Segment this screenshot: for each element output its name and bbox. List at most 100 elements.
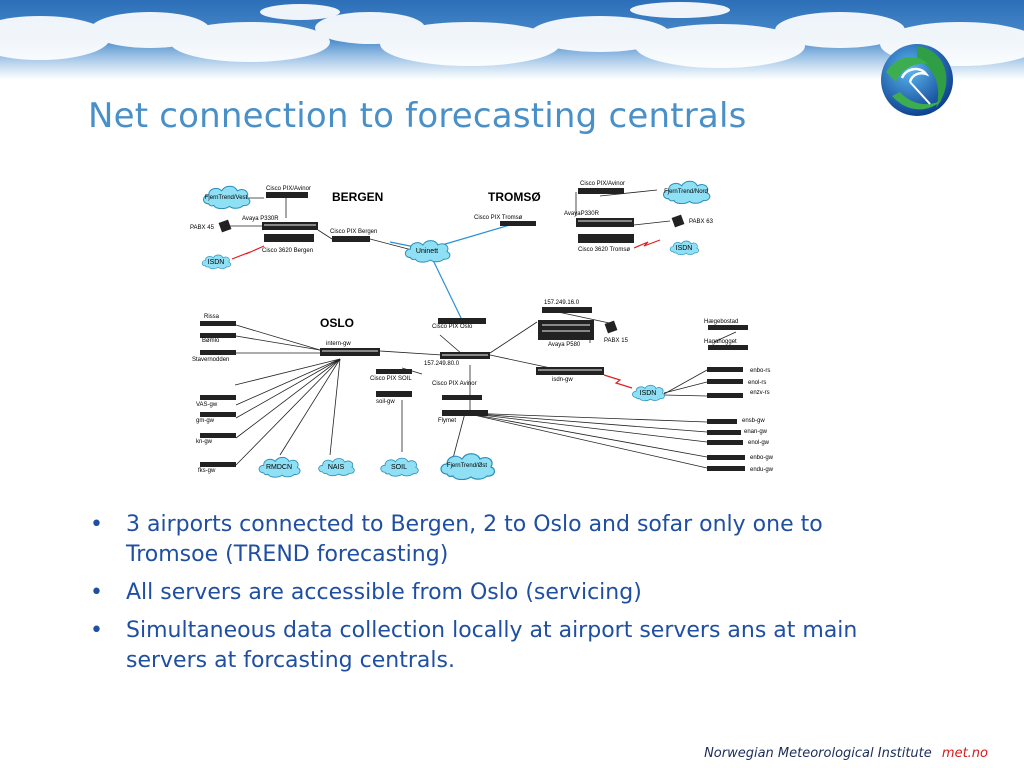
bullet-item: All servers are accessible from Oslo (se… (88, 578, 886, 608)
router-o-stavernodden (200, 350, 236, 355)
router-o-enol-gw (707, 440, 743, 445)
label-t-fjerntrend: FjernTrend/Nord (664, 189, 708, 195)
slide-title: Net connection to forecasting centrals (88, 96, 747, 136)
label-o-rmdcn: RMDCN (266, 464, 292, 471)
label-b-isdn: ISDN (208, 259, 225, 266)
phone-icon-t-pabx (671, 214, 685, 228)
network-diagram: BERGEN Cisco PIX/Avinor FjernTrend/Vest … (190, 180, 774, 480)
label-o-stavernodden: Stavernodden (192, 357, 229, 363)
label-o-enbo-rs: enbo-rs (750, 368, 770, 374)
label-o-net-157-80: 157.249.80.0 (424, 361, 460, 367)
label-o-enbo-gw: enbo-gw (750, 455, 774, 461)
router-o-ensb-gw (707, 419, 737, 424)
router-b-pix-avinor (266, 192, 308, 198)
label-b-pabx: PABX 45 (190, 225, 215, 231)
router-o-pix-oslo (438, 318, 486, 324)
label-o-enol-gw: enol-gw (748, 440, 770, 446)
router-o-kn-gw (200, 433, 236, 438)
router-t-pix-tromso (500, 221, 536, 226)
met-globe-logo (881, 44, 953, 116)
label-o-fjerntrend: FjernTrend/Øst (447, 463, 487, 469)
router-o-endu-gw (707, 466, 745, 471)
site-label-bergen: BERGEN (332, 190, 383, 204)
router-o-enbo-gw (707, 455, 745, 460)
router-o-enbo-rs (707, 367, 743, 372)
switch-t-avaya (576, 218, 634, 227)
label-o-soil-gw: soil-gw (376, 399, 395, 405)
router-t-cisco3620 (578, 234, 634, 243)
label-b-cisco3620: Cisco 3620 Bergen (262, 248, 313, 254)
label-o-pix-soil: Cisco PIX SOIL (370, 376, 412, 382)
router-o-gm-gw (200, 412, 236, 417)
label-o-hagebostad: Hægebostad (704, 319, 738, 325)
connection-lines (230, 189, 737, 469)
router-t-pix-avinor (578, 188, 624, 194)
router-o-pix-avinor (442, 395, 482, 400)
footer: Norwegian Meteorological Institute met.n… (704, 746, 988, 761)
isdn-link-lines (231, 239, 661, 389)
router-o-hagahogget (708, 345, 748, 350)
router-b-cisco3620 (264, 234, 314, 242)
router-o-soil-gw (376, 391, 412, 397)
label-t-avaya: AvayaP330R (564, 211, 600, 217)
router-b-pix-bergen (332, 236, 370, 242)
switch-b-avaya (262, 222, 318, 230)
router-o-pix-soil (376, 369, 412, 374)
label-b-avaya: Avaya P330R (242, 216, 279, 222)
label-o-pix-avinor: Cisco PIX Avinor (432, 381, 477, 387)
label-t-isdn: ISDN (676, 245, 693, 252)
footer-institute: Norwegian Meteorological Institute (704, 746, 932, 761)
label-t-pix-tromso: Cisco PIX Tromsø (474, 215, 523, 221)
bullet-item: 3 airports connected to Bergen, 2 to Osl… (88, 510, 886, 570)
switch-o-isdn-gw (536, 367, 604, 375)
label-o-vas-gw: VAS-gw (196, 402, 218, 408)
bullet-item: Simultaneous data collection locally at … (88, 616, 886, 676)
uplink-lines (389, 224, 511, 321)
label-o-pix-oslo: Cisco PIX Oslo (432, 324, 473, 330)
switch-o-net-157-16 (542, 307, 592, 313)
label-o-isdn-gw: isdn-gw (552, 377, 573, 383)
label-o-kn-gw: kn-gw (196, 439, 213, 445)
phone-icon-b-pabx (218, 219, 232, 233)
router-o-enol-rs (707, 379, 743, 384)
label-o-nais: NAIS (328, 464, 345, 471)
label-o-enan-gw: enan-gw (744, 429, 768, 435)
label-t-pix-avinor: Cisco PIX/Avinor (580, 181, 625, 187)
label-o-bomlo: Bømlo (202, 338, 220, 344)
label-o-rissa: Rissa (204, 314, 220, 320)
switch-o-intern-gw (320, 348, 380, 356)
router-o-vas-gw (200, 395, 236, 400)
label-o-net-157-16: 157.249.16.0 (544, 300, 580, 306)
router-o-fks-gw (200, 462, 236, 467)
router-o-rissa (200, 321, 236, 326)
router-o-hagebostad (708, 325, 748, 330)
label-b-fjerntrend: FjernTrend/Vest (205, 195, 248, 201)
label-o-gm-gw: gm-gw (196, 418, 215, 424)
label-o-intern-gw: intern-gw (326, 341, 351, 347)
label-b-pix-bergen: Cisco PIX Bergen (330, 229, 377, 235)
sky-clouds-banner (0, 0, 1024, 80)
router-o-enzv-rs (707, 393, 743, 398)
site-label-tromso: TROMSØ (488, 190, 541, 204)
bullet-list: 3 airports connected to Bergen, 2 to Osl… (88, 510, 886, 684)
router-o-bomlo (200, 333, 236, 338)
footer-site-link[interactable]: met.no (941, 746, 988, 761)
label-o-enol-rs: enol-rs (748, 380, 766, 386)
label-o-flymet: Flymet (438, 418, 456, 424)
label-uninett: Uninett (416, 248, 438, 255)
label-b-pix-avinor: Cisco PIX/Avinor (266, 186, 311, 192)
switch-o-net-157-80 (440, 352, 490, 359)
label-o-avaya: Avaya P580 (548, 342, 581, 348)
label-t-cisco3620: Cisco 3620 Tromsø (578, 247, 630, 253)
site-label-oslo: OSLO (320, 316, 354, 330)
label-o-fks-gw: fks-gw (198, 468, 216, 474)
label-o-hagahogget: Hagahogget (704, 339, 737, 345)
label-o-ensb-gw: ensb-gw (742, 418, 765, 424)
switch-o-avaya (538, 320, 594, 340)
switch-o-flymet (442, 410, 488, 416)
label-o-pabx: PABX 15 (604, 338, 629, 344)
phone-icon-o-pabx (604, 320, 618, 334)
router-o-enan-gw (707, 430, 741, 435)
label-o-enzv-rs: enzv-rs (750, 390, 770, 396)
label-o-endu-gw: endu-gw (750, 467, 774, 473)
